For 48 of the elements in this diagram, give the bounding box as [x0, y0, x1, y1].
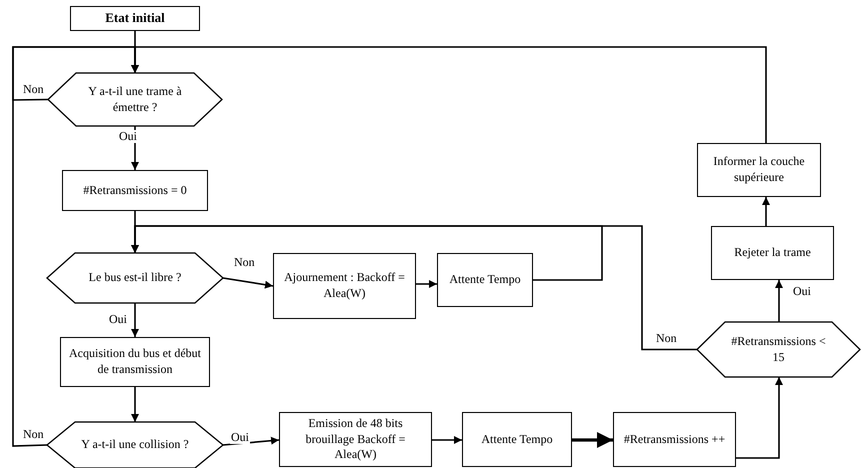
edge-label: Non [233, 256, 256, 270]
arrow [131, 225, 697, 350]
arrow [762, 197, 770, 226]
node-text: Le bus est-il libre ? [88, 270, 182, 286]
process-box [279, 412, 432, 467]
arrow [222, 277, 274, 289]
arrow [775, 280, 783, 322]
process-box [62, 170, 208, 211]
node-text: Y a-t-il une collision ? [80, 437, 190, 453]
process-box [437, 253, 533, 307]
node-text: #Retransmissions = 0 [82, 182, 188, 198]
decision-hexagon [697, 322, 860, 377]
process-box [273, 253, 416, 319]
node-text: Emission de 48 bits brouillage Backoff = Alea(W) [304, 416, 406, 463]
node-text: Etat initial [104, 10, 166, 27]
arrow [131, 303, 139, 337]
arrow [131, 387, 139, 422]
edge-label: Oui [108, 313, 128, 326]
edge-label: Oui [118, 130, 138, 144]
edge-label: Non [22, 428, 45, 442]
node-text: Informer la couche supérieure [712, 154, 806, 186]
process-box [60, 337, 210, 387]
process-box [697, 143, 821, 197]
node-text: Ajournement : Backoff = Alea(W) [283, 270, 406, 302]
arrow [432, 436, 462, 444]
decision-hexagon [47, 253, 223, 303]
node-text: Y a-t-il une trame à émettre ? [87, 84, 183, 116]
node-text: #Retransmissions ++ [622, 432, 726, 448]
process-box [711, 226, 834, 280]
arrow [736, 377, 783, 459]
decision-hexagon [48, 73, 222, 126]
decision-hexagon [47, 422, 223, 468]
node-text: Acquisition du bus et début de transmission [68, 346, 202, 378]
arrow [572, 432, 613, 448]
arrow [131, 46, 767, 143]
node-text: Rejeter la trame [733, 245, 812, 261]
node-text: Attente Tempo [480, 432, 554, 448]
node-text: #Retransmissions < 15 [730, 334, 827, 366]
arrow [222, 436, 280, 446]
process-box [70, 6, 200, 31]
process-box [613, 412, 736, 467]
arrow [416, 280, 437, 288]
edge-label: Oui [792, 285, 812, 298]
edge-label: Non [22, 83, 45, 96]
edge-label: Non [655, 332, 678, 346]
edge-label: Oui [230, 431, 250, 444]
process-box [462, 412, 572, 467]
node-text: Attente Tempo [448, 272, 522, 288]
